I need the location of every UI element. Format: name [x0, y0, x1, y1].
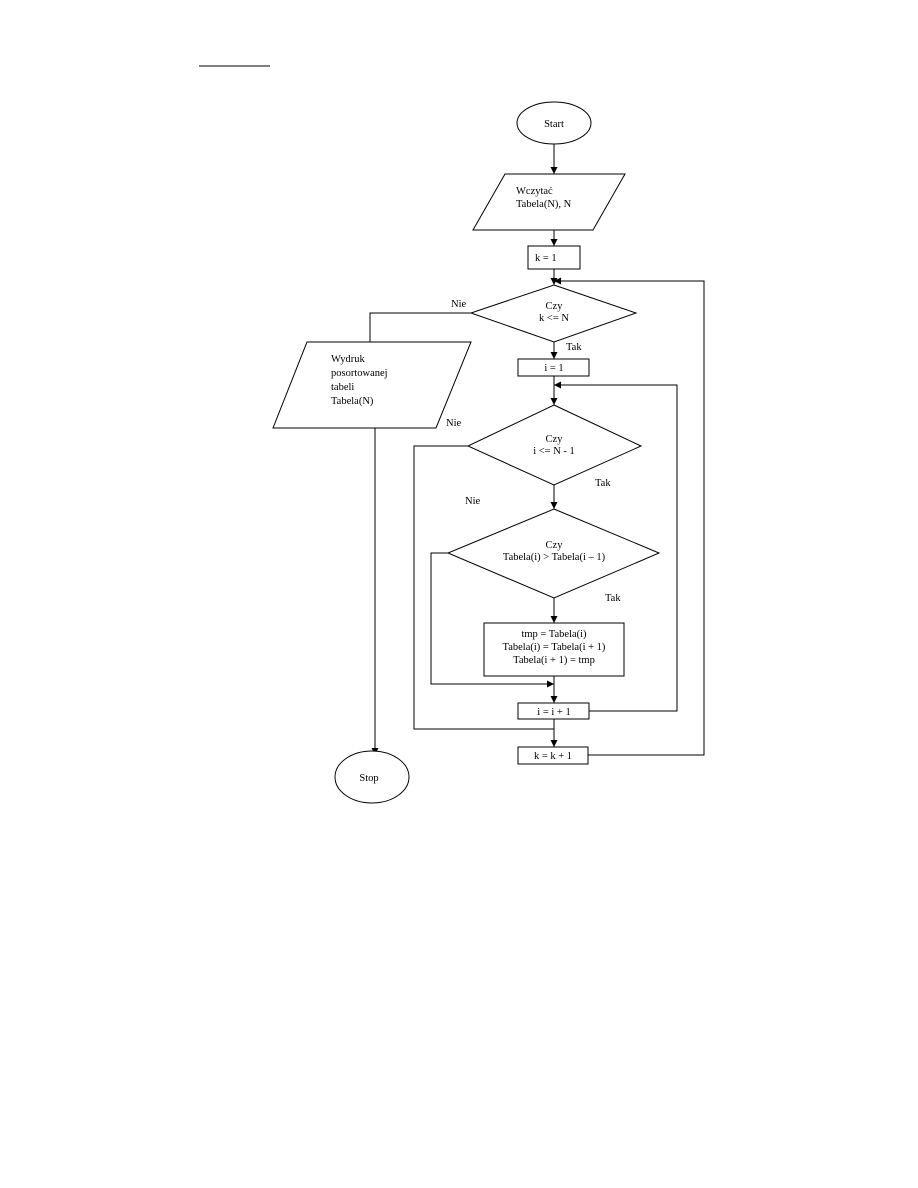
edge-condi-no: [413, 445, 554, 730]
inc-i-label: i = i + 1: [537, 707, 570, 718]
input-line-2: Tabela(N), N: [516, 199, 572, 210]
label-no-cmp: Nie: [465, 496, 481, 507]
input-line-1: Wczytać: [516, 186, 553, 197]
output-line-4: Tabela(N): [331, 396, 374, 407]
label-yes-k: Tak: [566, 342, 582, 353]
start-label: Start: [544, 119, 564, 130]
cond-i-line-1: Czy: [546, 434, 564, 445]
init-k-node: k = 1: [527, 245, 581, 270]
stop-node: Stop: [334, 750, 410, 804]
output-line-1: Wydruk: [331, 354, 366, 365]
label-no-i: Nie: [446, 418, 462, 429]
init-i-node: i = 1: [517, 358, 590, 377]
edge-outer-loop: [554, 277, 705, 756]
inc-k-node: k = k + 1: [517, 746, 589, 765]
cond-cmp-line-1: Czy: [546, 540, 564, 551]
cond-cmp-line-2: Tabela(i) > Tabela(i – 1): [503, 552, 606, 563]
stop-label: Stop: [359, 773, 378, 784]
cond-k-node: Czy k <= N: [469, 284, 638, 343]
label-yes-i: Tak: [595, 478, 611, 489]
swap-line-2: Tabela(i) = Tabela(i + 1): [503, 642, 606, 653]
inc-k-label: k = k + 1: [534, 751, 572, 762]
swap-node: tmp = Tabela(i) Tabela(i) = Tabela(i + 1…: [483, 622, 625, 677]
edge-cmp-no: [430, 552, 554, 688]
swap-line-3: Tabela(i + 1) = tmp: [513, 655, 595, 666]
output-node: Wydruk posortowanej tabeli Tabela(N): [272, 341, 472, 429]
cond-cmp-node: Czy Tabela(i) > Tabela(i – 1): [446, 508, 661, 599]
edge-condk-no: [369, 312, 471, 342]
cond-k-line-2: k <= N: [539, 313, 569, 324]
input-node: Wczytać Tabela(N), N: [472, 173, 626, 231]
init-k-label: k = 1: [535, 253, 557, 264]
cond-k-line-1: Czy: [546, 301, 564, 312]
output-line-3: tabeli: [331, 382, 354, 393]
cond-i-line-2: i <= N - 1: [533, 446, 575, 457]
edge-inner-loop: [554, 381, 678, 712]
inc-i-node: i = i + 1: [517, 702, 590, 720]
connectors: [369, 144, 705, 756]
start-node: Start: [516, 101, 592, 145]
label-yes-cmp: Tak: [605, 593, 621, 604]
cond-i-node: Czy i <= N - 1: [466, 404, 643, 486]
output-line-2: posortowanej: [331, 368, 388, 379]
init-i-label: i = 1: [544, 363, 563, 374]
label-no-k: Nie: [451, 299, 467, 310]
swap-line-1: tmp = Tabela(i): [521, 629, 587, 640]
